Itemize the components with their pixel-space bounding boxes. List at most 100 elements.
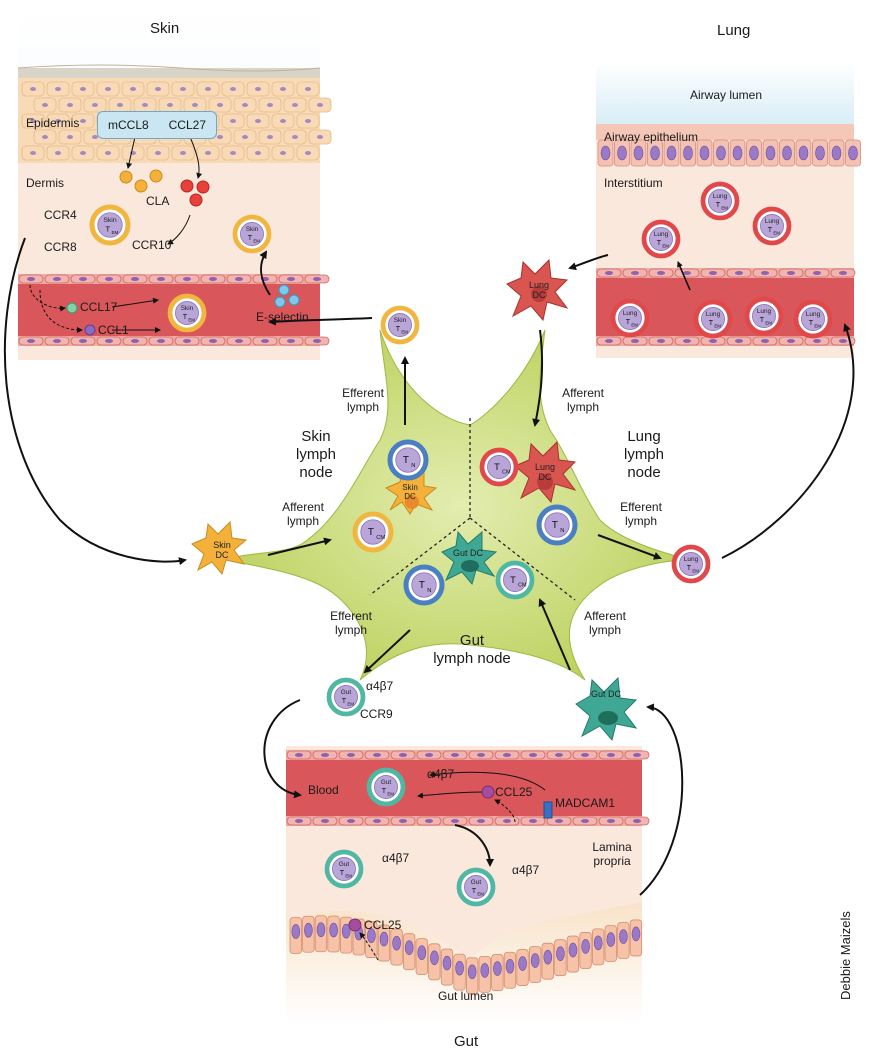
- svg-text:Lung: Lung: [713, 193, 728, 200]
- skin-title: Skin: [150, 20, 180, 37]
- svg-text:N: N: [411, 463, 415, 469]
- svg-text:Skin: Skin: [103, 217, 116, 224]
- skin-endothelium: [18, 274, 330, 346]
- svg-text:EM: EM: [387, 792, 394, 797]
- gut-title: Gut: [454, 1033, 479, 1050]
- svg-text:Lung: Lung: [529, 280, 549, 290]
- svg-text:EM: EM: [692, 569, 699, 574]
- ccr4-label: CCR4: [44, 208, 77, 222]
- svg-text:Lung: Lung: [706, 311, 721, 318]
- gut-lumen-label: Gut lumen: [438, 989, 494, 1003]
- gut-dc-node: [441, 530, 498, 586]
- svg-text:CM: CM: [502, 469, 511, 475]
- integrin-label-lamina-left: α4β7: [382, 851, 410, 865]
- svg-text:T: T: [716, 201, 721, 209]
- signal-arrows: [29, 136, 546, 961]
- lung-lymph-node-label: Lung lymph node: [623, 428, 664, 481]
- svg-text:Gut DC: Gut DC: [453, 548, 484, 558]
- svg-text:T: T: [768, 226, 773, 234]
- cla-label: CLA: [146, 194, 170, 208]
- svg-text:Lung: Lung: [623, 310, 638, 317]
- ccl1-label: CCL1: [98, 323, 129, 337]
- svg-text:Skin: Skin: [246, 226, 259, 233]
- lung-dc-node: [514, 440, 577, 504]
- svg-text:EM: EM: [401, 330, 408, 335]
- svg-text:Lung: Lung: [654, 231, 669, 238]
- ccr8-label: CCR8: [44, 240, 77, 254]
- tcm-gut-node: TCM: [495, 560, 535, 600]
- svg-text:T: T: [626, 318, 631, 326]
- airway-epithelium-cells: [597, 139, 861, 167]
- madcam1-label: MADCAM1: [555, 796, 616, 810]
- skin-dc-tissue: [191, 520, 248, 576]
- migration-arrows: [3, 237, 855, 896]
- svg-text:DC: DC: [539, 472, 552, 482]
- svg-text:Gut: Gut: [381, 779, 392, 786]
- svg-text:EM: EM: [631, 323, 638, 328]
- skin-chemokine-box: mCCL8 CCL27: [97, 111, 217, 139]
- svg-text:CM: CM: [518, 582, 527, 588]
- svg-text:T: T: [342, 697, 347, 705]
- svg-text:T: T: [552, 520, 558, 531]
- svg-text:T: T: [396, 325, 401, 333]
- svg-text:EM: EM: [253, 239, 260, 244]
- svg-text:T: T: [809, 319, 814, 327]
- svg-text:T: T: [382, 787, 387, 795]
- svg-text:DC: DC: [404, 492, 416, 501]
- svg-text:T: T: [657, 239, 662, 247]
- svg-text:Lung: Lung: [535, 462, 555, 472]
- integrin-label-lamina-right: α4β7: [512, 863, 540, 877]
- svg-text:T: T: [419, 580, 425, 591]
- gut-endothelium: [286, 750, 650, 826]
- integrin-label-lymph: α4β7: [366, 679, 394, 693]
- lung-title: Lung: [717, 22, 751, 39]
- svg-text:Gut: Gut: [341, 689, 352, 696]
- svg-text:EM: EM: [814, 324, 821, 329]
- illustrator-credit: Debbie Maizels: [838, 911, 853, 1000]
- gut-dc-tissue-label: Gut DC: [591, 689, 622, 699]
- svg-text:Lung: Lung: [806, 311, 821, 318]
- ccl17-label: CCL17: [80, 300, 118, 314]
- svg-text:Skin: Skin: [213, 540, 231, 550]
- airway-epithelium-label: Airway epithelium: [604, 130, 699, 144]
- svg-text:EM: EM: [765, 321, 772, 326]
- svg-text:EM: EM: [773, 231, 780, 236]
- svg-text:T: T: [183, 313, 188, 321]
- svg-text:DC: DC: [533, 290, 546, 300]
- svg-text:Lung: Lung: [757, 308, 772, 315]
- lymph-node: [228, 329, 691, 681]
- svg-text:T: T: [368, 527, 374, 538]
- svg-text:T: T: [760, 316, 765, 324]
- svg-text:Lung: Lung: [765, 218, 780, 225]
- ccl25-blood-label: CCL25: [495, 785, 533, 799]
- svg-text:EM: EM: [662, 244, 669, 249]
- svg-text:N: N: [560, 528, 564, 534]
- svg-text:EM: EM: [111, 230, 118, 235]
- svg-text:DC: DC: [216, 550, 229, 560]
- svg-text:EM: EM: [345, 874, 352, 879]
- svg-text:Gut DC: Gut DC: [591, 689, 622, 699]
- airway-lumen-label: Airway lumen: [690, 88, 763, 102]
- dendritic-cells: [191, 258, 638, 742]
- svg-text:T: T: [248, 234, 253, 242]
- svg-text:Skin: Skin: [402, 483, 418, 492]
